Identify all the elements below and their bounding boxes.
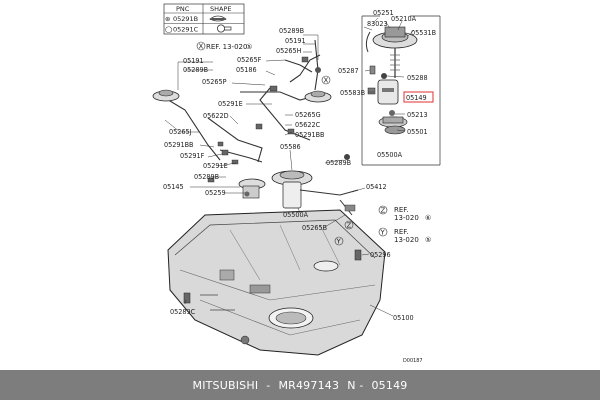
label-05287: 05287 (338, 66, 359, 75)
label-05500A-mid: 05500A (283, 210, 309, 219)
label-05289B-left: 05289B (183, 65, 208, 74)
ref-y: Y REF. 13-020 ⑤ (378, 227, 431, 244)
sender-flange-right (304, 67, 332, 103)
svg-text:Y: Y (336, 238, 342, 246)
fuel-sender-unit-left (238, 178, 266, 199)
label-05186: 05186 (236, 65, 257, 74)
label-05291BB: 05291BB (295, 130, 324, 139)
footer-brand: MITSUBISHI (192, 378, 259, 392)
footer-pnc: 05149 (371, 378, 408, 392)
label-83023: 83023 (367, 19, 388, 28)
label-05291F: 05291F (180, 151, 205, 160)
svg-text:X: X (324, 77, 329, 85)
label-05265H: 05265H (276, 46, 302, 55)
footer-bar: MITSUBISHI-MR497143 N - 05149 (0, 370, 600, 400)
marker-z: Z (344, 220, 354, 230)
svg-text:⑤: ⑤ (246, 43, 252, 51)
sender-flange-left (152, 89, 180, 102)
label-05149: 05149 (406, 93, 427, 102)
label-05213: 05213 (407, 110, 428, 119)
label-05291E: 05291E (218, 99, 243, 108)
label-05289B-top: 05289B (279, 26, 304, 35)
legend-table: PNC SHAPE ⊛ 05291B ◯ 05291C (163, 3, 245, 35)
label-05210A: 05210A (391, 14, 417, 23)
label-05586: 05586 (280, 142, 301, 151)
legend-header-pnc: PNC (176, 5, 190, 13)
label-05583B: 05583B (340, 88, 365, 97)
label-05296: 05296 (370, 250, 391, 259)
svg-text:⑤: ⑤ (425, 236, 431, 244)
label-05251: 05251 (373, 8, 394, 17)
leader-lines (164, 34, 394, 317)
footer-part-number: MR497143 (278, 378, 340, 392)
fuel-tank (167, 209, 386, 356)
label-05265F: 05265F (237, 55, 262, 64)
legend-row1-symbol: ⊛ (165, 15, 170, 23)
legend-row2-code: 05291C (173, 26, 199, 34)
footer-caption: MITSUBISHI-MR497143 N - 05149 (189, 379, 412, 392)
clips (207, 56, 309, 183)
label-05145: 05145 (163, 182, 184, 191)
label-05265P: 05265P (202, 77, 227, 86)
svg-text:⑥: ⑥ (425, 214, 431, 222)
svg-text:X: X (199, 43, 204, 51)
svg-text:Z: Z (381, 207, 386, 215)
fuel-pump-module-group (361, 15, 441, 166)
label-05191-top: 05191 (285, 36, 306, 45)
svg-text:Y: Y (380, 229, 386, 237)
label-05265B: 05265B (302, 223, 327, 232)
clip-shape-icon (209, 15, 227, 22)
clamp-shape-icon (216, 24, 232, 33)
label-05259: 05259 (205, 188, 226, 197)
label-05622D: 05622D (203, 111, 229, 120)
footer-sep2: N - (347, 378, 364, 392)
svg-text:REF. 13-020: REF. 13-020 (206, 43, 247, 51)
label-05289B-low: 05289B (194, 172, 219, 181)
label-05291BB-left: 05291BB (164, 140, 193, 149)
svg-text:REF.: REF. (394, 206, 408, 214)
label-05291E-low: 05291E (203, 161, 228, 170)
legend-row1-code: 05291B (173, 15, 198, 23)
highlight-box-05149 (403, 91, 434, 103)
label-05191-left: 05191 (183, 56, 204, 65)
bolt-05296 (354, 249, 362, 261)
footer-sep1: - (266, 378, 271, 392)
label-05265J: 05265J (169, 127, 192, 136)
fuel-sender-unit-mid (271, 154, 359, 216)
label-05412: 05412 (366, 182, 387, 191)
marker-y: Y (334, 236, 344, 246)
svg-text:REF.: REF. (394, 228, 408, 236)
ref-z: Z REF. 13-020 ⑥ (378, 205, 431, 222)
part-labels: 05251 83023 05210A 05531B 05287 05288 05… (163, 8, 436, 364)
bolt-05289C (183, 292, 191, 304)
label-05289B-mid: 05289B (326, 158, 351, 167)
diagram-code: D00187 (403, 358, 423, 364)
svg-text:Z: Z (347, 222, 352, 230)
label-05500A-top: 05500A (377, 150, 403, 159)
marker-x: X (321, 75, 331, 85)
legend-header-shape: SHAPE (210, 5, 232, 13)
label-05265G: 05265G (295, 110, 321, 119)
label-05501: 05501 (407, 127, 428, 136)
svg-text:13-020: 13-020 (394, 236, 419, 244)
label-05100: 05100 (393, 313, 414, 322)
svg-text:13-020: 13-020 (394, 214, 419, 222)
legend-row2-symbol: ◯ (165, 26, 172, 34)
ref-x-top: X REF. 13-020 ⑤ (196, 41, 252, 51)
label-05531B: 05531B (411, 28, 436, 37)
label-05622C: 05622C (295, 120, 321, 129)
label-05288: 05288 (407, 73, 428, 82)
label-05289C: 05289C (170, 307, 196, 316)
